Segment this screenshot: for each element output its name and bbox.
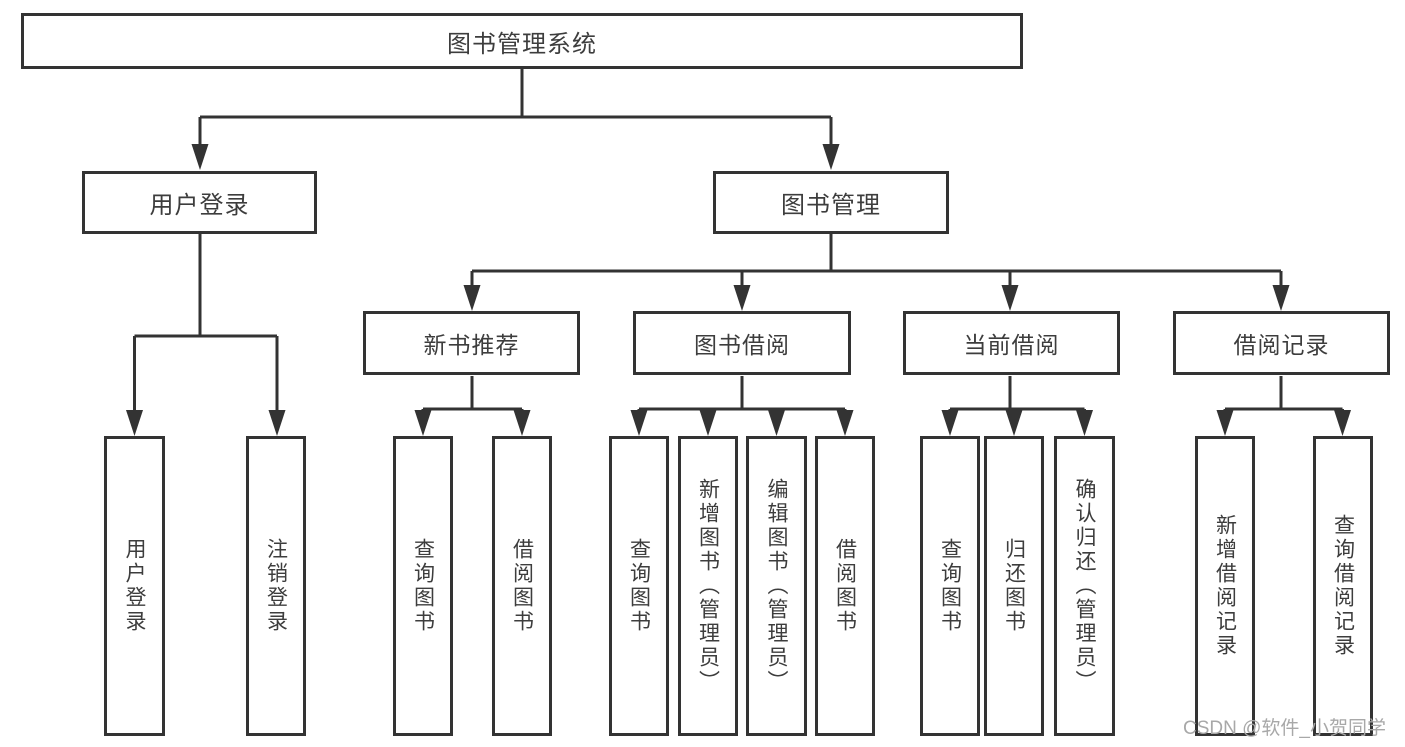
- node-confirm-return-admin: 确认归还（管理员）: [1054, 436, 1115, 736]
- connector-user-login-children: [126, 234, 286, 436]
- csdn-watermark: CSDN @软件_小贺同学: [1183, 718, 1386, 739]
- connector-root-to-level2: [191, 69, 840, 170]
- node-borrow-book-action: 借阅图书: [815, 436, 875, 736]
- node-edit-book-admin-label: 编辑图书（管理员）: [765, 478, 789, 694]
- node-user-login-label: 用户登录: [149, 192, 250, 219]
- node-add-book-admin: 新增图书（管理员）: [678, 436, 738, 736]
- node-borrow-book-action-label: 借阅图书: [833, 538, 857, 634]
- connector-new-book-children: [414, 376, 531, 436]
- node-root-system: 图书管理系统: [21, 13, 1023, 69]
- node-borrow-book-recommend: 借阅图书: [492, 436, 552, 736]
- node-book-borrow-label: 图书借阅: [694, 332, 790, 358]
- node-confirm-return-admin-label: 确认归还（管理员）: [1073, 478, 1097, 694]
- node-query-book-current-label: 查询图书: [938, 538, 962, 634]
- node-book-manage: 图书管理: [713, 171, 949, 234]
- node-edit-book-admin: 编辑图书（管理员）: [746, 436, 807, 736]
- node-user-login: 用户登录: [82, 171, 317, 234]
- node-query-borrow-record-label: 查询借阅记录: [1331, 514, 1355, 658]
- node-borrow-records-label: 借阅记录: [1233, 332, 1330, 358]
- node-query-book-recommend: 查询图书: [393, 436, 453, 736]
- node-query-book-borrow: 查询图书: [609, 436, 669, 736]
- node-add-book-admin-label: 新增图书（管理员）: [696, 478, 720, 694]
- node-borrow-records: 借阅记录: [1173, 311, 1390, 375]
- node-current-borrow: 当前借阅: [903, 311, 1120, 375]
- node-book-manage-label: 图书管理: [781, 192, 881, 219]
- node-user-login-action: 用户登录: [104, 436, 165, 736]
- node-add-borrow-record-label: 新增借阅记录: [1213, 514, 1237, 658]
- node-user-login-action-label: 用户登录: [123, 538, 147, 634]
- node-current-borrow-label: 当前借阅: [963, 332, 1060, 358]
- node-root-system-label: 图书管理系统: [447, 30, 597, 58]
- node-return-book-label: 归还图书: [1002, 538, 1026, 634]
- connector-book-manage-children: [463, 234, 1290, 311]
- connector-current-borrow-children: [941, 376, 1093, 436]
- node-book-borrow: 图书借阅: [633, 311, 851, 375]
- node-logout: 注销登录: [246, 436, 306, 736]
- connector-book-borrow-children: [630, 376, 854, 436]
- node-query-book-recommend-label: 查询图书: [411, 538, 435, 634]
- node-query-book-borrow-label: 查询图书: [627, 538, 651, 634]
- node-query-book-current: 查询图书: [920, 436, 980, 736]
- node-add-borrow-record: 新增借阅记录: [1195, 436, 1255, 736]
- node-new-book-recommend: 新书推荐: [363, 311, 580, 375]
- node-query-borrow-record: 查询借阅记录: [1313, 436, 1373, 736]
- connector-borrow-record-children: [1216, 376, 1351, 436]
- node-logout-label: 注销登录: [264, 538, 288, 634]
- node-return-book: 归还图书: [984, 436, 1044, 736]
- node-borrow-book-recommend-label: 借阅图书: [510, 538, 534, 634]
- node-new-book-recommend-label: 新书推荐: [423, 332, 520, 358]
